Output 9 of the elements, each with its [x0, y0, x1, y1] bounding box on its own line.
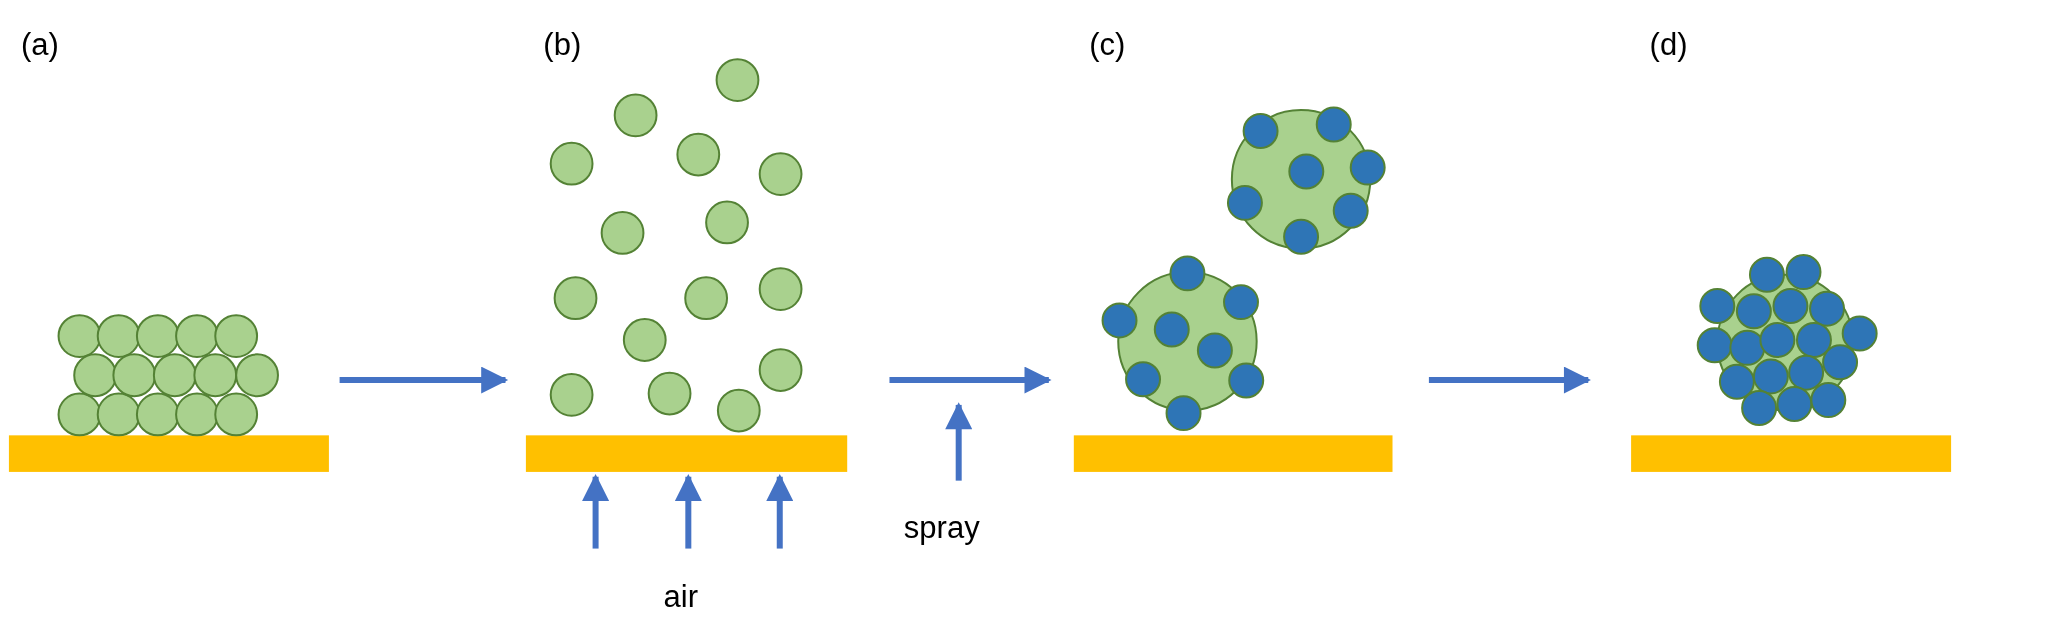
arrow: [889, 366, 1052, 394]
panel-label: (c): [1089, 28, 1126, 60]
arrow: [339, 366, 509, 394]
panel-label: (b): [543, 28, 582, 60]
arrow: [1428, 366, 1591, 394]
annotation-label: spray: [903, 512, 980, 543]
panel-label: (d): [1649, 28, 1688, 60]
annotation-label: air: [663, 581, 698, 613]
panel-label: (a): [20, 28, 59, 60]
